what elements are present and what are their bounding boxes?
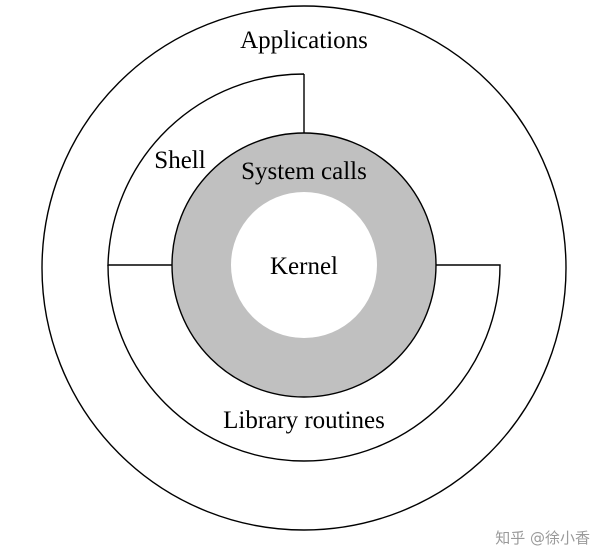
applications-label: Applications [240,27,368,54]
system-calls-label: System calls [241,158,367,185]
shell-label: Shell [154,147,205,174]
applications-ring [41,5,567,531]
shell-region-outline [107,73,305,266]
library-routines-label: Library routines [223,407,385,434]
watermark-text: 知乎 @徐小香 [495,529,590,547]
kernel-label: Kernel [270,253,338,280]
library-routines-region-outline [107,264,501,462]
kernel-core [231,192,377,338]
